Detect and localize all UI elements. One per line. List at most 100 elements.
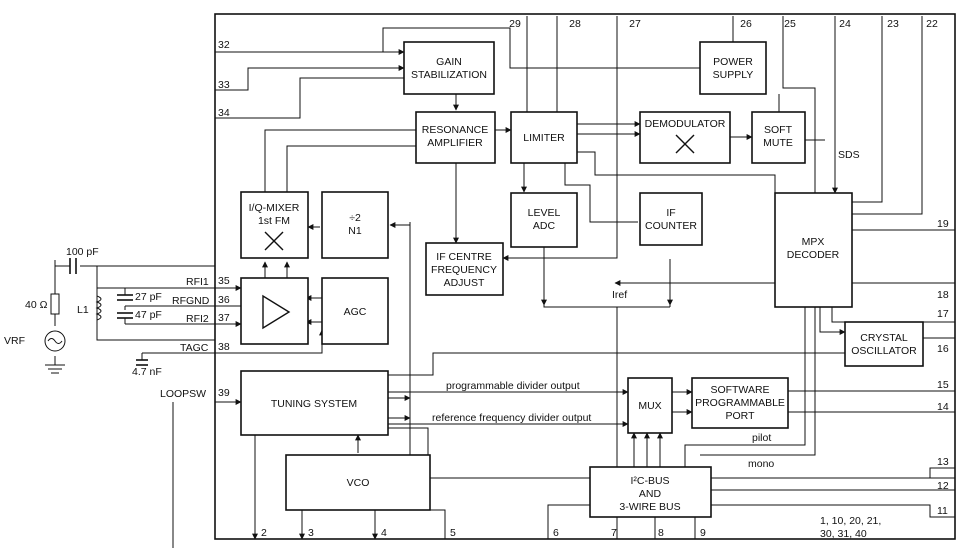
svg-text:RESONANCE: RESONANCE	[422, 124, 489, 136]
block-mux: MUX	[627, 377, 673, 434]
svg-text:39: 39	[218, 387, 230, 399]
svg-text:6: 6	[553, 527, 559, 539]
block-limiter: LIMITER	[510, 111, 578, 164]
svg-text:POWER: POWER	[713, 56, 753, 68]
block-power-supply: POWER SUPPLY	[699, 41, 767, 95]
pin-name-labels: RFI1 RFGND RFI2 TAGC LOOPSW	[160, 276, 210, 400]
svg-text:28: 28	[569, 18, 581, 30]
amplifier-triangle-icon	[262, 294, 291, 330]
svg-text:3: 3	[308, 527, 314, 539]
block-rf-amplifier	[240, 277, 309, 345]
block-agc: AGC	[321, 277, 389, 345]
svg-text:DEMODULATOR: DEMODULATOR	[645, 118, 726, 130]
svg-text:I²C-BUS: I²C-BUS	[630, 475, 669, 487]
pilot-label: pilot	[752, 432, 771, 444]
svg-text:3-WIRE BUS: 3-WIRE BUS	[619, 501, 680, 513]
svg-text:27: 27	[629, 18, 641, 30]
svg-text:40 Ω: 40 Ω	[25, 299, 48, 311]
svg-text:OSCILLATOR: OSCILLATOR	[851, 345, 917, 357]
svg-text:PROGRAMMABLE: PROGRAMMABLE	[695, 397, 785, 409]
svg-text:2: 2	[261, 527, 267, 539]
block-if-centre-frequency-adjust: IF CENTRE FREQUENCY ADJUST	[425, 242, 504, 296]
block-resonance-amplifier: RESONANCE AMPLIFIER	[415, 111, 496, 164]
block-demodulator: DEMODULATOR	[639, 111, 731, 164]
svg-text:100 pF: 100 pF	[66, 246, 99, 258]
svg-text:17: 17	[937, 308, 949, 320]
top-pin-numbers: 29 28 27 26 25 24 23 22	[509, 18, 938, 30]
svg-text:5: 5	[450, 527, 456, 539]
svg-text:38: 38	[218, 341, 230, 353]
svg-text:47 pF: 47 pF	[135, 309, 162, 321]
svg-text:RFGND: RFGND	[172, 295, 210, 307]
svg-text:37: 37	[218, 312, 230, 324]
svg-text:COUNTER: COUNTER	[645, 220, 697, 232]
svg-text:24: 24	[839, 18, 851, 30]
block-tuning-system: TUNING SYSTEM	[240, 370, 389, 436]
svg-text:26: 26	[740, 18, 752, 30]
svg-text:÷2: ÷2	[349, 212, 361, 224]
svg-text:VRF: VRF	[4, 335, 25, 347]
rf-input-network	[44, 258, 148, 366]
block-level-adc: LEVEL ADC	[510, 192, 578, 248]
svg-text:VCO: VCO	[347, 477, 370, 489]
block-divider-n1: ÷2 N1	[321, 191, 389, 259]
svg-text:PORT: PORT	[726, 410, 756, 422]
svg-text:N1: N1	[348, 225, 362, 237]
svg-text:16: 16	[937, 343, 949, 355]
svg-text:1st FM: 1st FM	[258, 215, 290, 227]
svg-text:7: 7	[611, 527, 617, 539]
block-if-counter: IF COUNTER	[639, 192, 703, 246]
svg-text:36: 36	[218, 294, 230, 306]
svg-text:SOFTWARE: SOFTWARE	[710, 384, 769, 396]
svg-text:CRYSTAL: CRYSTAL	[860, 332, 908, 344]
svg-text:9: 9	[700, 527, 706, 539]
svg-text:MUX: MUX	[638, 400, 661, 412]
svg-text:SUPPLY: SUPPLY	[713, 69, 754, 81]
svg-text:AGC: AGC	[344, 306, 367, 318]
svg-text:LEVEL: LEVEL	[528, 207, 561, 219]
svg-text:AND: AND	[639, 488, 662, 500]
block-soft-mute: SOFT MUTE	[751, 111, 806, 164]
svg-text:23: 23	[887, 18, 899, 30]
svg-text:TUNING SYSTEM: TUNING SYSTEM	[271, 398, 357, 410]
sds-label: SDS	[838, 149, 860, 161]
svg-text:TAGC: TAGC	[180, 342, 209, 354]
component-labels: 100 pF 40 Ω L1 27 pF 47 pF VRF 4.7 nF	[4, 246, 162, 378]
block-mpx-decoder: MPX DECODER	[774, 192, 853, 308]
svg-text:LIMITER: LIMITER	[523, 132, 565, 144]
svg-text:18: 18	[937, 289, 949, 301]
svg-text:IF CENTRE: IF CENTRE	[436, 251, 491, 263]
inductor-l1	[95, 295, 102, 321]
svg-text:4: 4	[381, 527, 387, 539]
svg-text:27 pF: 27 pF	[135, 291, 162, 303]
connections	[45, 16, 955, 548]
svg-text:32: 32	[218, 39, 230, 51]
block-software-programmable-port: SOFTWARE PROGRAMMABLE PORT	[691, 377, 789, 429]
svg-text:IF: IF	[666, 207, 675, 219]
svg-text:13: 13	[937, 456, 949, 468]
svg-text:29: 29	[509, 18, 521, 30]
svg-text:14: 14	[937, 401, 949, 413]
left-pin-numbers: 32 33 34 35 36 37 38 39	[218, 39, 230, 399]
svg-text:LOOPSW: LOOPSW	[160, 388, 206, 400]
svg-text:ADJUST: ADJUST	[444, 277, 485, 289]
svg-text:19: 19	[937, 218, 949, 230]
right-pin-numbers: 19 18 17 16 15 14 13 12 11	[937, 218, 949, 517]
svg-text:25: 25	[784, 18, 796, 30]
svg-text:DECODER: DECODER	[787, 249, 840, 261]
svg-text:MPX: MPX	[802, 236, 825, 248]
svg-text:I/Q-MIXER: I/Q-MIXER	[249, 202, 300, 214]
svg-text:AMPLIFIER: AMPLIFIER	[427, 137, 483, 149]
svg-text:34: 34	[218, 107, 230, 119]
resistor-40-ohm	[50, 293, 60, 315]
svg-text:L1: L1	[77, 304, 89, 316]
block-iq-mixer: I/Q-MIXER 1st FM	[240, 191, 309, 259]
svg-text:22: 22	[926, 18, 938, 30]
svg-text:STABILIZATION: STABILIZATION	[411, 69, 487, 81]
svg-text:RFI2: RFI2	[186, 313, 209, 325]
programmable-divider-output-label: programmable divider output	[446, 380, 580, 392]
svg-text:11: 11	[937, 505, 948, 517]
svg-text:15: 15	[937, 379, 949, 391]
